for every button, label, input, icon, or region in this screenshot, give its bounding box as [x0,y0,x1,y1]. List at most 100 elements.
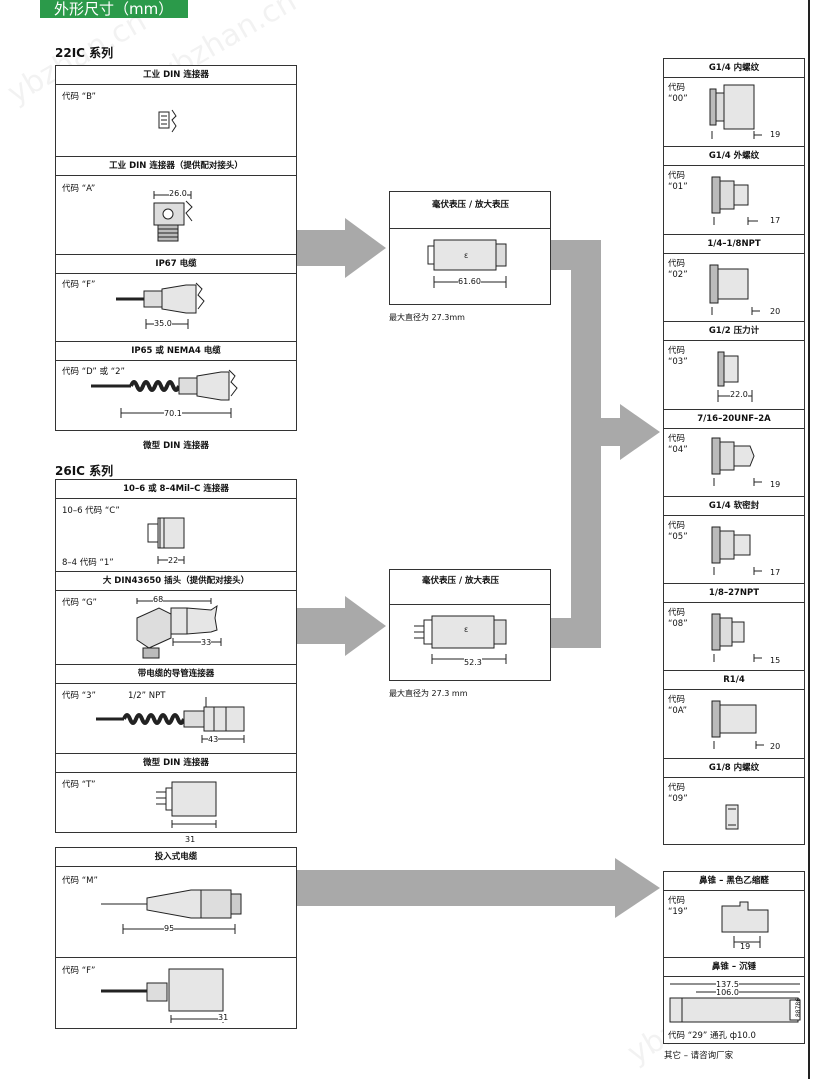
fitting-drawing [709,84,762,139]
dimension-label: 17 [770,568,781,577]
code-label: 代码 [668,346,686,356]
code-label: 代码 [668,896,686,906]
fitting-04: 7/16–20UNF–2A 代码 “04” 19 [663,409,805,497]
fitting-drawing [709,264,760,315]
svg-text:ε: ε [464,625,468,634]
sensor-title: 毫伏表压 / 放大表压 [422,576,500,586]
fitting-title: G1/2 压力计 [664,322,804,341]
ip67-cable-drawing [116,282,205,329]
fitting-drawing [711,613,762,662]
code-value: “08” [668,619,688,629]
fitting-01: G1/4 外螺纹 代码 “01” 17 [663,146,805,235]
dimension-label: 43 [208,735,219,744]
code-value: “03” [668,357,688,367]
sensor-title: 毫伏表压 / 放大表压 [432,200,510,210]
din-connector-a-drawing [153,191,193,242]
code-label: 代码 “F” [62,966,96,976]
divider [390,604,550,605]
dimension-label: 26.0 [169,189,187,198]
fitting-title: G1/4 软密封 [664,497,804,516]
code-label: 代码 “3” [62,691,96,701]
code-label: 代码 “M” [62,876,98,886]
code-value: “01” [668,182,688,192]
dimension-label: 70.1 [164,409,182,418]
code-label: 代码 [668,434,686,444]
nose-19: 鼻锥 – 黑色乙缩醛 代码 “19” 19 [663,871,805,958]
code-label: 代码 [668,695,686,705]
din43650-drawing [136,598,222,659]
code-value: “00” [668,94,688,104]
sensor-box-26ic: 毫伏表压 / 放大表压 ε 52.3 [389,569,551,681]
fitting-drawing [725,804,739,830]
sensor-box-22ic: 毫伏表压 / 放大表压 ε 61.60 [389,191,551,305]
dimension-label: 68 [153,595,164,604]
ip65-cable-drawing [91,369,238,418]
code-label: 代码 [668,259,686,269]
nose-title: 鼻锥 – 黑色乙缩醛 [664,872,804,891]
fittings-panel: G1/4 内螺纹 代码 “00” 19 G1/4 外螺纹 代码 “01” 17 … [663,58,805,845]
fitting-05: G1/4 软密封 代码 “05” 17 [663,496,805,584]
nose-panel: 鼻锥 – 黑色乙缩醛 代码 “19” 19 鼻锥 – 沉锤 137.5 106.… [663,871,805,1044]
dimension-label: 22 [168,556,179,565]
section-submersible: 投入式电缆 代码 “M” 95 [55,847,297,940]
section-title: IP65 或 NEMA4 电缆 [56,342,296,361]
fitting-drawing [711,526,762,575]
dimension-label: 15 [770,656,781,665]
sinker-drawing [669,983,801,1023]
sensor-note: 最大直径为 27.3 mm [389,689,468,698]
page-border-rule [808,0,810,1079]
fitting-drawing [711,176,758,225]
dimension-label: 19 [770,480,781,489]
code-label: 代码 “A” [62,184,96,194]
section-din-b: 工业 DIN 连接器 代码 “B” [55,65,297,157]
dimension-label: 95 [164,924,175,933]
dimension-label: 31 [185,835,196,844]
section-title: 带电缆的导管连接器 [56,665,296,684]
nose-title: 鼻锥 – 沉锤 [664,958,804,977]
dimension-label: 20 [770,307,781,316]
fitting-title: 1/4–1/8NPT [664,235,804,254]
nose-drawing [721,901,769,948]
milc-connector-drawing [147,517,185,564]
sinker-label: 代码 “29” 通孔 ф10.0 [668,1031,756,1041]
nose-29: 鼻锥 – 沉锤 137.5 106.0 代码 “29” 通孔 ф10.0 887… [663,957,805,1044]
dimension-label: 137.5 [716,980,739,989]
code-value: “04” [668,445,688,455]
dimension-label: 20 [770,742,781,751]
code-label: 10–6 代码 “C” [62,506,120,516]
sensor-note: 最大直径为 27.3mm [389,313,465,322]
section-title: 微型 DIN 连接器 [56,754,296,773]
code-label: 代码 [668,521,686,531]
dimension-label: 19 [740,942,751,951]
code-value: “0A” [668,706,687,716]
section-header: 外形尺寸（mm） [40,0,188,18]
dimension-label: 31 [218,1013,229,1022]
dimension-label: 19 [770,130,781,139]
series-22-title: 22IC 系列 [55,46,114,60]
fitting-0a: R1/4 代码 “0A” 20 [663,670,805,759]
fitting-title: G1/8 内螺纹 [664,759,804,778]
series-26-panel-lower: 投入式电缆 代码 “M” 95 代码 “F” 31 [55,847,297,1090]
series-26-title: 26IC 系列 [55,464,114,478]
code-label: 代码 “B” [62,92,96,102]
section-milc: 10–6 或 8–4Mil–C 连接器 10–6 代码 “C” 8–4 代码 “… [55,479,297,572]
fitting-08: 1/8–27NPT 代码 “08” 15 [663,583,805,671]
fitting-drawing [711,700,764,749]
svg-text:ε: ε [464,251,468,260]
section-din43650: 大 DIN43650 插头（提供配对接头） 代码 “G” 68 33 [55,571,297,665]
section-title: 大 DIN43650 插头（提供配对接头） [56,572,296,591]
code-value: “02” [668,270,688,280]
fitting-00: G1/4 内螺纹 代码 “00” 19 [663,58,805,147]
code-value: “19” [668,907,688,917]
fitting-title: 7/16–20UNF–2A [664,410,804,429]
section-conduit: 带电缆的导管连接器 代码 “3” 1/2” NPT 43 [55,664,297,754]
conduit-connector-drawing [96,697,245,743]
fitting-drawing [711,437,762,486]
fitting-title: G1/4 外螺纹 [664,147,804,166]
section-f-cable: 代码 “F” 31 [55,939,297,1029]
dimension-label: 52.3 [464,658,482,667]
divider [390,228,550,229]
code-label: 代码 [668,171,686,181]
section-title [56,939,296,958]
